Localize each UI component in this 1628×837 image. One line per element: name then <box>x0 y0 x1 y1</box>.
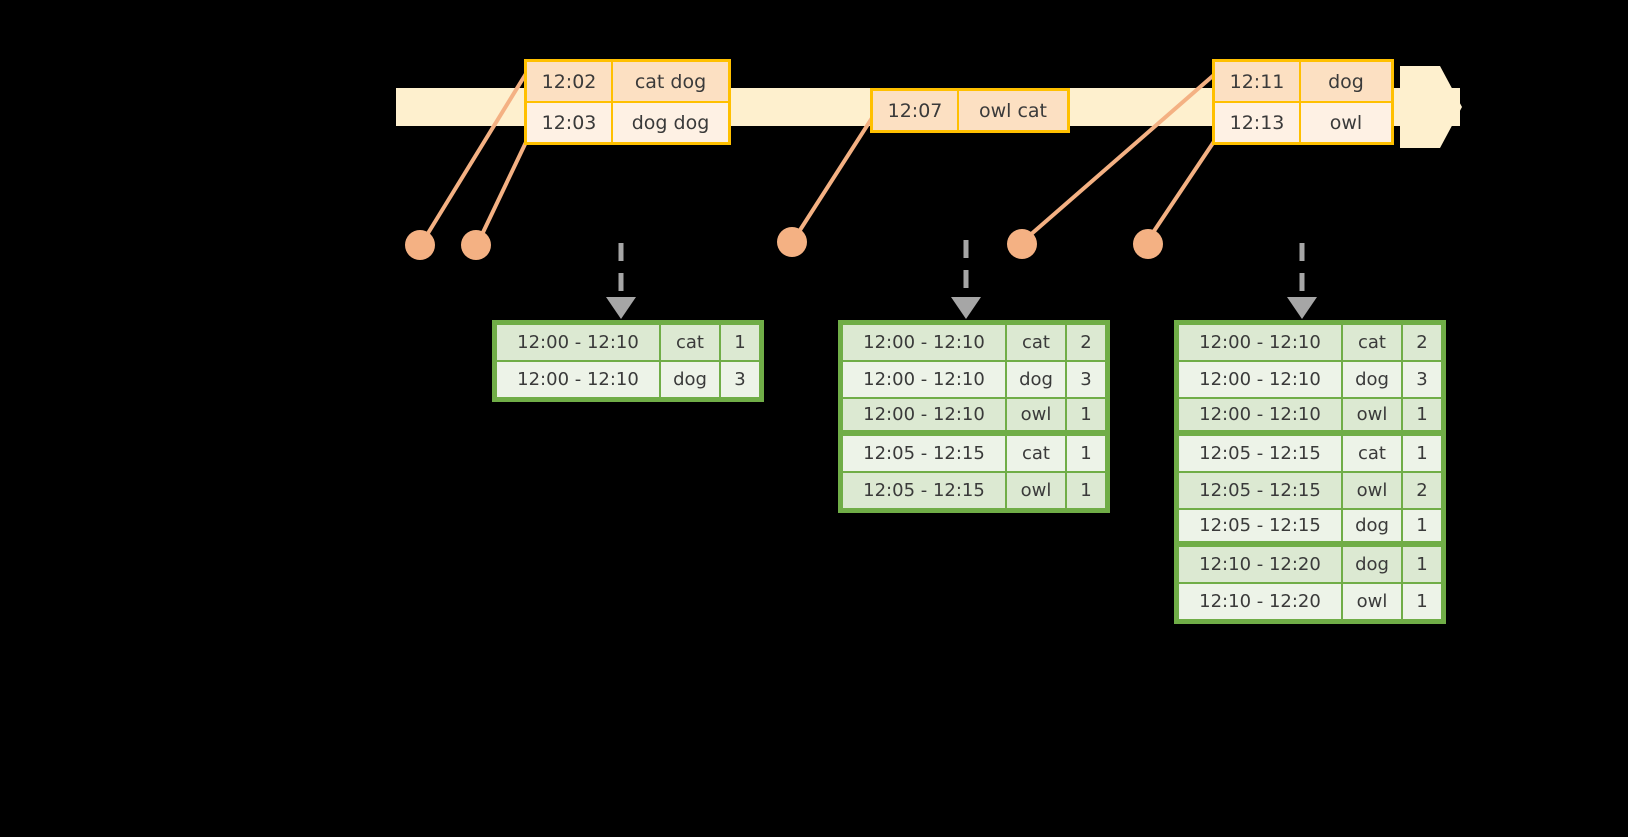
connector-line-1 <box>420 70 529 245</box>
trigger-arrowhead-1 <box>606 297 636 319</box>
event-group-2[interactable]: 12:07 owl cat <box>870 88 1070 133</box>
word-cell: dog <box>1341 360 1403 399</box>
word-cell: dog <box>1005 360 1067 399</box>
watermark-dot-4 <box>1007 229 1037 259</box>
window-cell: 12:00 - 12:10 <box>1177 360 1343 399</box>
event-row[interactable]: 12:02 cat dog <box>527 62 728 101</box>
count-cell: 1 <box>1401 582 1443 621</box>
word-cell: dog <box>659 360 721 399</box>
window-cell: 12:05 - 12:15 <box>1177 471 1343 510</box>
count-cell: 3 <box>1065 360 1107 399</box>
word-cell: dog <box>1341 508 1403 543</box>
window-cell: 12:00 - 12:10 <box>1177 323 1343 362</box>
trigger-arrows <box>618 240 1305 300</box>
word-cell: cat <box>1005 323 1067 362</box>
count-cell: 3 <box>719 360 761 399</box>
word-cell: dog <box>1341 545 1403 584</box>
window-cell: 12:05 - 12:15 <box>841 434 1007 473</box>
count-cell: 3 <box>1401 360 1443 399</box>
event-row[interactable]: 12:03 dog dog <box>527 101 728 142</box>
word-cell: cat <box>1341 323 1403 362</box>
window-cell: 12:00 - 12:10 <box>495 323 661 362</box>
count-cell: 1 <box>719 323 761 362</box>
window-cell: 12:10 - 12:20 <box>1177 545 1343 584</box>
word-cell: cat <box>659 323 721 362</box>
watermark-dot-3 <box>777 227 807 257</box>
event-words: dog dog <box>613 103 728 142</box>
count-cell: 1 <box>1065 397 1107 432</box>
connector-line-2 <box>475 139 529 246</box>
window-cell: 12:05 - 12:15 <box>1177 508 1343 543</box>
event-row[interactable]: 12:13 owl <box>1215 101 1391 142</box>
connector-line-5 <box>1144 138 1217 245</box>
count-cell: 1 <box>1401 397 1443 432</box>
event-words: dog <box>1301 62 1391 101</box>
word-cell: owl <box>1341 471 1403 510</box>
count-cell: 1 <box>1065 434 1107 473</box>
watermark-dot-1 <box>405 230 435 260</box>
trigger-arrowhead-2 <box>951 297 981 319</box>
connector-line-3 <box>791 116 874 243</box>
word-cell: owl <box>1341 582 1403 621</box>
event-row[interactable]: 12:07 owl cat <box>873 91 1067 130</box>
word-cell: cat <box>1341 434 1403 473</box>
event-time: 12:07 <box>873 91 959 130</box>
window-cell: 12:00 - 12:10 <box>841 323 1007 362</box>
window-cell: 12:10 - 12:20 <box>1177 582 1343 621</box>
timeline-arrowhead <box>1400 66 1462 148</box>
timeline-arrowhead-shaft <box>1400 66 1462 148</box>
event-words: owl <box>1301 103 1391 142</box>
event-words: owl cat <box>959 91 1067 130</box>
trigger-arrowhead-3 <box>1287 297 1317 319</box>
count-cell: 1 <box>1401 434 1443 473</box>
count-cell: 1 <box>1065 471 1107 510</box>
event-words: cat dog <box>613 62 728 101</box>
window-cell: 12:05 - 12:15 <box>841 471 1007 510</box>
watermark-dots <box>405 227 1163 260</box>
trigger-arrowheads <box>606 297 1317 319</box>
window-cell: 12:00 - 12:10 <box>841 397 1007 432</box>
event-group-3[interactable]: 12:11 dog 12:13 owl <box>1212 59 1394 145</box>
window-cell: 12:00 - 12:10 <box>495 360 661 399</box>
event-time: 12:11 <box>1215 62 1301 101</box>
count-cell: 1 <box>1401 545 1443 584</box>
count-cell: 1 <box>1401 508 1443 543</box>
window-cell: 12:00 - 12:10 <box>841 360 1007 399</box>
watermark-dot-2 <box>461 230 491 260</box>
event-row[interactable]: 12:11 dog <box>1215 62 1391 101</box>
event-time: 12:13 <box>1215 103 1301 142</box>
event-time: 12:03 <box>527 103 613 142</box>
count-cell: 2 <box>1065 323 1107 362</box>
word-cell: owl <box>1005 471 1067 510</box>
word-cell: cat <box>1005 434 1067 473</box>
window-cell: 12:05 - 12:15 <box>1177 434 1343 473</box>
event-time: 12:02 <box>527 62 613 101</box>
watermark-dot-5 <box>1133 229 1163 259</box>
count-cell: 2 <box>1401 323 1443 362</box>
count-cell: 2 <box>1401 471 1443 510</box>
window-cell: 12:00 - 12:10 <box>1177 397 1343 432</box>
event-group-1[interactable]: 12:02 cat dog 12:03 dog dog <box>524 59 731 145</box>
word-cell: owl <box>1005 397 1067 432</box>
word-cell: owl <box>1341 397 1403 432</box>
